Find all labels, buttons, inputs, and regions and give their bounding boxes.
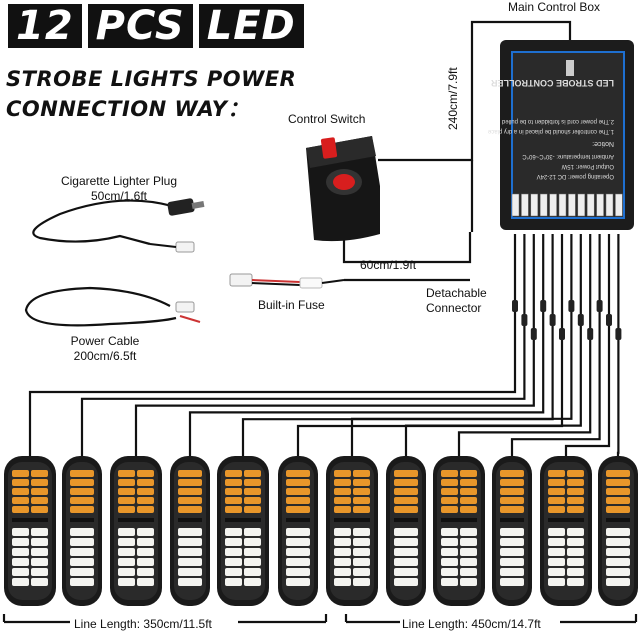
strobe-light xyxy=(540,456,592,606)
wire xyxy=(404,234,582,456)
wire xyxy=(510,234,601,456)
detachable-connector xyxy=(512,300,518,312)
detachable-connector xyxy=(559,328,565,340)
strobe-light xyxy=(492,456,532,606)
detachable-connector xyxy=(530,328,537,340)
cig-plug-label: Cigarette Lighter Plug 50cm/1.6ft xyxy=(24,174,214,204)
cigarette-lighter-plug xyxy=(32,198,205,253)
power-cable-title: Power Cable xyxy=(70,334,140,348)
wire xyxy=(350,234,573,456)
wire xyxy=(378,20,510,162)
hero-unit: PCS xyxy=(87,4,193,48)
strobe-light xyxy=(326,456,378,606)
detachable-connector xyxy=(615,328,622,340)
wire xyxy=(28,234,517,456)
detachable-connector-label: Detachable Connector xyxy=(426,286,487,316)
detachable-connector xyxy=(568,300,575,312)
strobe-light xyxy=(217,456,269,606)
controller-note: 1.The controller should be placed in a d… xyxy=(487,128,614,134)
hero-count: 12 xyxy=(8,4,82,48)
control-switch-label: Control Switch xyxy=(288,112,366,126)
controller-port xyxy=(605,193,614,217)
controller-port xyxy=(521,193,529,217)
detachable-connector xyxy=(587,328,594,340)
power-cable-length: 200cm/6.5ft xyxy=(73,349,137,363)
strobe-light xyxy=(62,456,102,606)
detachable-line2: Connector xyxy=(426,301,482,315)
detachable-connector xyxy=(521,314,528,326)
hero-led: LED xyxy=(198,4,304,48)
controller-port xyxy=(549,193,557,217)
controller-port xyxy=(615,193,623,217)
controller-port xyxy=(511,193,520,217)
strobe-light xyxy=(278,456,318,606)
power-cable xyxy=(24,286,201,327)
detachable-connector xyxy=(549,314,556,326)
controller-note: Output Power: 15W xyxy=(561,163,614,169)
detachable-connector xyxy=(596,300,603,312)
controller-note: Ambient temperature: -30°C~60°C xyxy=(522,153,614,159)
wire xyxy=(134,234,535,456)
controller-port xyxy=(577,193,586,217)
subtitle: STROBE LIGHTS POWER CONNECTION WAY： xyxy=(6,64,296,124)
length-240-label: 240cm/7.9ft xyxy=(446,67,460,130)
strobe-light xyxy=(110,456,162,606)
strobe-light xyxy=(386,456,426,606)
controller-port xyxy=(568,193,576,217)
controller-title: LED STROBE CONTROLLER xyxy=(491,78,614,88)
main-control-box: Operating power: DC 12-24V Output Power:… xyxy=(487,40,634,230)
controller-port xyxy=(586,193,595,217)
controller-port xyxy=(596,193,604,217)
subtitle-line1: STROBE LIGHTS POWER xyxy=(6,67,297,91)
main-control-box-label: Main Control Box xyxy=(508,0,601,14)
strobe-light xyxy=(433,456,485,606)
built-in-fuse xyxy=(229,273,345,289)
wire xyxy=(296,234,564,456)
detachable-line1: Detachable xyxy=(426,286,487,300)
cig-plug-length: 50cm/1.6ft xyxy=(90,189,148,203)
detachable-connector xyxy=(577,314,584,326)
strobe-light xyxy=(4,456,56,606)
controller-port xyxy=(539,193,548,217)
line-length-left: Line Length: 350cm/11.5ft xyxy=(74,617,212,631)
subtitle-line2: CONNECTION WAY： xyxy=(6,97,250,121)
power-cable-label: Power Cable 200cm/6.5ft xyxy=(40,334,170,364)
cig-plug-title: Cigarette Lighter Plug xyxy=(60,174,178,188)
controller-port xyxy=(530,193,539,217)
wire xyxy=(188,234,545,456)
wire xyxy=(342,232,472,264)
wire xyxy=(510,20,572,40)
line-length-right: Line Length: 450cm/14.7ft xyxy=(402,617,541,631)
strobe-light xyxy=(598,456,638,606)
controller-note: 2.The power cord is forbidden to be pull… xyxy=(502,118,614,124)
length-60-label: 60cm/1.9ft xyxy=(360,258,417,272)
controller-port xyxy=(558,193,567,217)
hero-title: 12 PCS LED xyxy=(8,4,304,48)
controller-note: Notice: xyxy=(592,140,614,147)
wire xyxy=(564,234,611,456)
detachable-connector xyxy=(540,300,547,312)
controller-note: Operating power: DC 12-24V xyxy=(537,173,614,179)
strobe-light xyxy=(170,456,210,606)
control-switch xyxy=(306,136,380,242)
detachable-connector xyxy=(606,314,612,326)
built-in-fuse-label: Built-in Fuse xyxy=(258,298,325,312)
